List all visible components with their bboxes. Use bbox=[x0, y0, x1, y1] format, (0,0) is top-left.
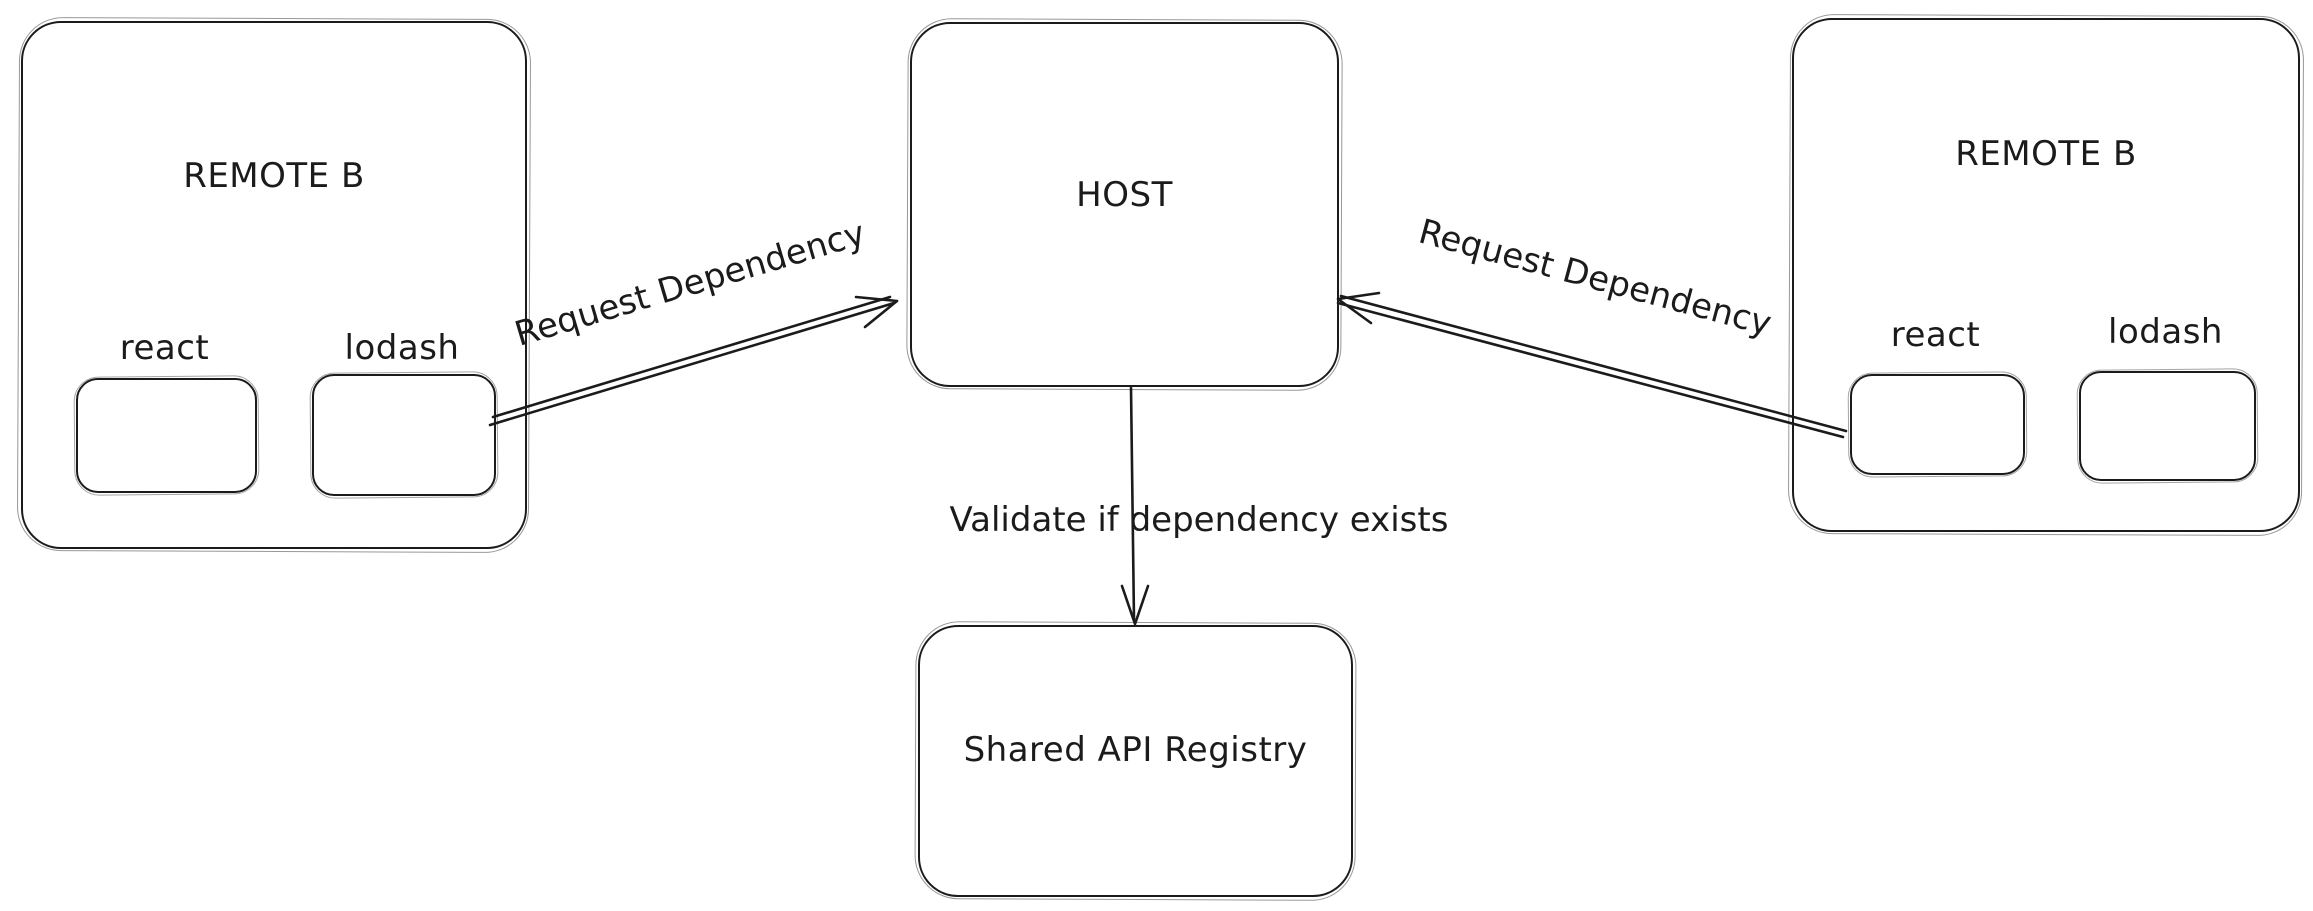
lodash-box-left bbox=[312, 374, 496, 496]
lodash-label-right: lodash bbox=[2108, 312, 2223, 352]
node-remote-b-left: REMOTE B react lodash bbox=[21, 21, 527, 549]
react-label-left: react bbox=[119, 328, 210, 368]
lodash-label-left: lodash bbox=[344, 328, 460, 368]
node-host: HOST bbox=[910, 22, 1339, 387]
node-remote-b-right: REMOTE B react lodash bbox=[1792, 18, 2300, 532]
react-box-left bbox=[76, 378, 257, 493]
remote-b-right-title: REMOTE B bbox=[1955, 134, 2137, 174]
host-title: HOST bbox=[1076, 175, 1173, 215]
node-shared-api-registry: Shared API Registry bbox=[918, 625, 1353, 897]
arrow-head-icon bbox=[1336, 291, 1381, 325]
edge-label-request-dependency-left: Request Dependency bbox=[510, 213, 870, 355]
arrow-head-icon bbox=[1120, 584, 1150, 626]
shared-api-registry-title: Shared API Registry bbox=[963, 730, 1308, 770]
react-label-right: react bbox=[1890, 315, 1981, 355]
react-box-right bbox=[1850, 374, 2025, 475]
arrow-head-icon bbox=[854, 295, 899, 329]
edge-label-validate-dependency: Validate if dependency exists bbox=[949, 500, 1449, 540]
edge-label-request-dependency-right: Request Dependency bbox=[1414, 211, 1776, 345]
remote-b-left-title: REMOTE B bbox=[183, 156, 365, 196]
lodash-box-right bbox=[2079, 371, 2256, 481]
